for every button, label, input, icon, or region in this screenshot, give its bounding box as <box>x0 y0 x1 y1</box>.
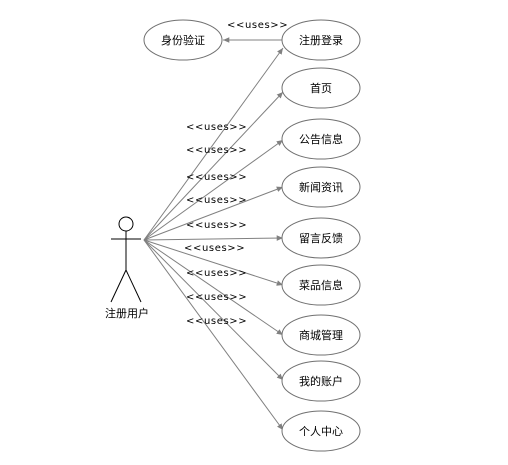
use-case-ellipse <box>281 19 361 61</box>
edges <box>143 37 284 431</box>
use-case-label: 新闻资讯 <box>299 180 343 194</box>
use-case-register-login[interactable]: 注册登录 <box>281 19 361 61</box>
edge-to-mall <box>143 239 284 336</box>
edge-to-account <box>143 239 284 381</box>
edge-to-notice <box>143 139 284 241</box>
use-case-notice[interactable]: 公告信息 <box>281 118 361 160</box>
edge-to-dishes <box>143 239 284 286</box>
use-case-ellipse <box>281 410 361 452</box>
uses-label: <<uses>> <box>186 122 247 133</box>
use-case-label: 首页 <box>310 81 332 95</box>
uses-labels: <<uses>> <<uses>> <<uses>> <<uses>> <<us… <box>184 20 288 327</box>
actor-stick-figure-icon <box>110 216 142 303</box>
use-case-auth[interactable]: 身份验证 <box>143 19 223 61</box>
use-case-label: 菜品信息 <box>299 278 343 292</box>
use-case-ellipse <box>281 118 361 160</box>
use-case-ellipse <box>281 314 361 356</box>
use-case-label: 身份验证 <box>161 33 205 47</box>
use-case-label: 个人中心 <box>299 425 343 438</box>
use-case-label: 留言反馈 <box>299 232 343 245</box>
use-case-dishes[interactable]: 菜品信息 <box>281 264 361 306</box>
actor-label: 注册用户 <box>105 306 149 320</box>
uses-label: <<uses>> <box>186 316 247 327</box>
use-case-ellipse <box>281 166 361 208</box>
use-case-account[interactable]: 我的账户 <box>281 360 361 402</box>
use-case-ellipse <box>281 264 361 306</box>
use-case-ellipse <box>281 360 361 402</box>
uses-label: <<uses>> <box>186 220 247 231</box>
use-case-mall[interactable]: 商城管理 <box>281 314 361 356</box>
use-case-profile[interactable]: 个人中心 <box>281 410 361 452</box>
use-case-label: 注册登录 <box>299 33 343 47</box>
use-case-ellipse <box>281 67 361 109</box>
use-case-label: 公告信息 <box>299 132 343 146</box>
use-case-label: 商城管理 <box>299 328 343 342</box>
uses-label: <<uses>> <box>227 20 288 31</box>
use-case-feedback[interactable]: 留言反馈 <box>281 217 361 259</box>
uses-label: <<uses>> <box>184 243 245 254</box>
uses-label: <<uses>> <box>186 145 247 156</box>
use-case-ellipse <box>281 217 361 259</box>
edge-to-home <box>143 91 284 241</box>
actor-registered-user[interactable]: 注册用户 <box>105 216 149 320</box>
uses-label: <<uses>> <box>186 268 247 279</box>
use-case-home[interactable]: 首页 <box>281 67 361 109</box>
edge-to-news <box>143 186 284 241</box>
edge-to-feedback <box>143 235 284 241</box>
uses-label: <<uses>> <box>186 172 247 183</box>
edge-to-profile <box>143 239 284 431</box>
use-case-label: 我的账户 <box>299 374 343 388</box>
use-case-news[interactable]: 新闻资讯 <box>281 166 361 208</box>
edge-to-register-login <box>143 47 284 241</box>
uses-label: <<uses>> <box>186 195 247 206</box>
use-case-ellipse <box>143 19 223 61</box>
uses-label: <<uses>> <box>186 292 247 303</box>
